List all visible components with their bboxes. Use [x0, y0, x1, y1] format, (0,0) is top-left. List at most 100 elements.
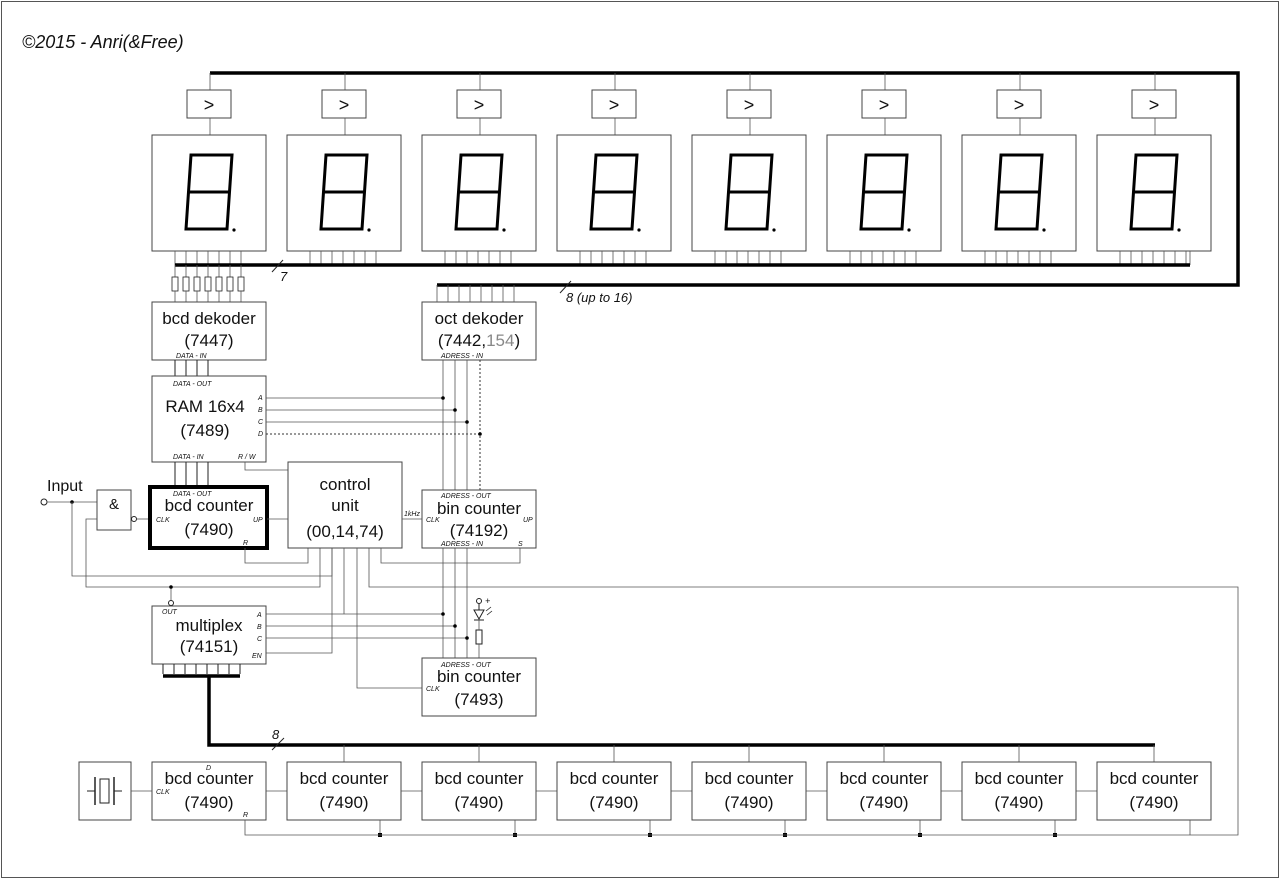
control-to-7493-clk: [356, 548, 422, 689]
driver-symbol: >: [744, 95, 755, 115]
rw-line: [244, 462, 288, 471]
copyright: ©2015 - Anri(&Free): [22, 32, 184, 52]
ram-rw: R / W: [238, 454, 257, 461]
multiplex-title: multiplex: [175, 616, 243, 635]
junction: [478, 432, 482, 436]
chain-counter-title: bcd counter: [705, 769, 794, 788]
bin-counter-7493-part: (7493): [454, 690, 503, 709]
ram-pin-b: B: [258, 407, 263, 414]
junction: [169, 585, 173, 589]
resistor-icon: [475, 629, 483, 645]
multiplex-out: OUT: [162, 609, 178, 616]
counter-ram-wires: [174, 462, 209, 486]
bus-width-seg: 7: [280, 269, 288, 284]
junction: [465, 420, 469, 424]
oct-dekoder-part: (7442,154): [438, 331, 520, 350]
chain-counter-title: bcd counter: [435, 769, 524, 788]
bcd-counter-main-title: bcd counter: [165, 496, 254, 515]
chain-counter-title: bcd counter: [570, 769, 659, 788]
chain-counter-part: (7490): [184, 793, 233, 812]
bcd-dekoder-data-in: DATA - IN: [176, 353, 208, 360]
chain-bcd-counter: bcd counter(7490): [286, 745, 422, 837]
bin-counter-7493-title: bin counter: [437, 667, 521, 686]
bus-slash-seg: [271, 259, 284, 273]
bcd-dekoder-block: bcd dekoder (7447) DATA - IN: [151, 301, 267, 361]
display-row: >>>>>>>>: [151, 73, 1212, 265]
led-plus: +: [485, 596, 490, 606]
control-unit-part: (00,14,74): [306, 522, 384, 541]
and-gate-inverter: [131, 516, 137, 522]
bin-counter-7493-adress-out: ADRESS - OUT: [440, 662, 492, 669]
bin-counter-74192-block: bin counter (74192) ADRESS - OUT ADRESS …: [421, 489, 537, 549]
chain-bcd-counter: bcd counter (7490): [421, 745, 557, 837]
multiplex-pin-b: B: [257, 624, 262, 631]
seven-segment-display: >: [151, 73, 267, 265]
seven-segment-display: >: [826, 73, 942, 265]
bcd-counter-main-up: UP: [253, 517, 263, 524]
driver-symbol: >: [1149, 95, 1160, 115]
junction: [453, 624, 457, 628]
driver-symbol: >: [609, 95, 620, 115]
multiplex-pin-a: A: [256, 612, 262, 619]
clock-1khz-label: 1kHz: [404, 511, 420, 518]
chain-counter-part: (7490): [454, 793, 503, 812]
bcd-counter-main-data-out: DATA - OUT: [173, 491, 212, 498]
junction: [465, 636, 469, 640]
ram-data-in: DATA - IN: [173, 454, 205, 461]
ram-address-lines: [266, 397, 467, 423]
bus-slash-oct: [559, 280, 572, 294]
ram-data-out: DATA - OUT: [173, 381, 212, 388]
bin-counter-74192-adress-out: ADRESS - OUT: [440, 493, 492, 500]
chain-bcd-counter: bcd counter(7490): [961, 745, 1097, 837]
chain-bcd-counter: bcd counter (7490): [691, 745, 827, 837]
bus-width-oct: 8 (up to 16): [566, 290, 633, 305]
driver-symbol: >: [474, 95, 485, 115]
input-label: Input: [47, 478, 83, 495]
reset-return-line: [368, 548, 1239, 836]
driver-symbol: >: [204, 95, 215, 115]
led-icon: [473, 598, 493, 621]
seven-segment-display: >: [421, 73, 537, 265]
bcd-counter-main-r: R: [243, 540, 248, 547]
bus-slash-mux: [271, 737, 285, 751]
chain-counter-part: (7490): [319, 793, 368, 812]
mux-select-lines: [266, 613, 467, 639]
mux-out-inverter: [168, 600, 174, 606]
dekoder-ram-wires: [174, 360, 209, 376]
chain-counter-part: (7490): [724, 793, 773, 812]
seven-segment-display: >: [961, 73, 1077, 265]
oct-dekoder-block: oct dekoder (7442,154) ADRESS - IN: [421, 301, 537, 361]
bin-counter-7493-block: bin counter (7493) ADRESS - OUT CLK: [421, 657, 537, 717]
chain-counter-title: bcd counter: [165, 769, 254, 788]
chain-bcd-counter: bcd counter(7490): [556, 745, 692, 837]
bin-counter-74192-s: S: [518, 541, 523, 548]
bin-counter-74192-part: (74192): [450, 521, 509, 540]
chain-counter-title: bcd counter: [840, 769, 929, 788]
and-gate-symbol: &: [109, 496, 119, 513]
seven-segment-display: >: [691, 73, 807, 265]
mux-enable-line: [266, 548, 333, 654]
bin-counter-74192-title: bin counter: [437, 499, 521, 518]
chain-first-d: D: [206, 765, 211, 772]
and-gate: [96, 489, 132, 531]
bin-counter-7493-clk: CLK: [426, 686, 440, 693]
seven-segment-display: >: [556, 73, 672, 265]
counter-reset-line: [244, 548, 309, 564]
ram-title: RAM 16x4: [165, 397, 244, 416]
ram-block: RAM 16x4 (7489) DATA - OUT DATA - IN R /…: [151, 375, 267, 463]
oct-dekoder-title: oct dekoder: [435, 309, 524, 328]
multiplex-block: multiplex (74151) OUT A B C EN: [151, 605, 267, 665]
junction: [441, 396, 445, 400]
junction: [441, 612, 445, 616]
chain-counter-part: (7490): [859, 793, 908, 812]
bcd-counter-chain: bcd counter (7490) bcd counter (7490) bcd co…: [151, 745, 1212, 837]
chain-bcd-counter: bcd counter (7490): [826, 745, 962, 837]
chain-counter-part: (7490): [1129, 793, 1178, 812]
control-unit-title-2: unit: [331, 496, 359, 515]
digit-select-bus: [210, 71, 1240, 287]
ram-part: (7489): [180, 421, 229, 440]
multiplex-en: EN: [252, 653, 263, 660]
bin-counter-74192-adress-in: ADRESS - IN: [440, 541, 484, 548]
bin-counter-74192-up: UP: [523, 517, 533, 524]
